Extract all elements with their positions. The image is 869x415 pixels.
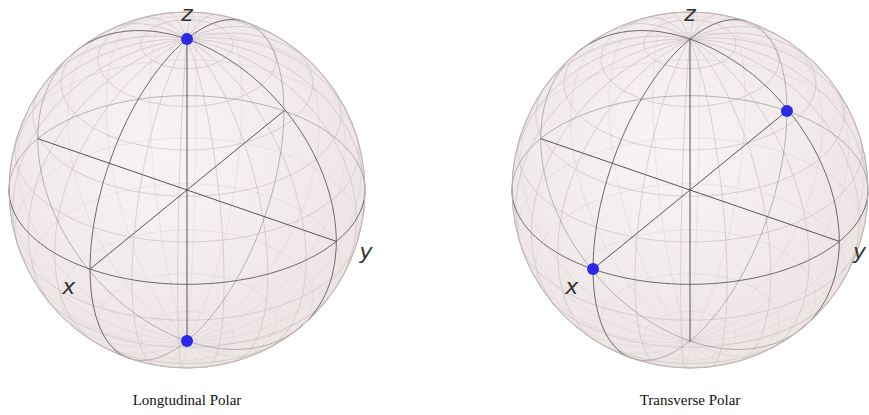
sphere-grid-line [685, 12, 699, 368]
axis-line [690, 39, 691, 341]
sphere-grid-line [646, 17, 771, 274]
axis-label: y [853, 241, 866, 263]
sphere-grid-line [132, 14, 217, 279]
sphere-grid-line [9, 169, 364, 341]
sphere-grid-line [118, 339, 284, 364]
sphere-grid-line [521, 96, 841, 344]
state-point [781, 105, 793, 117]
sphere-grid-line [681, 12, 695, 284]
sphere-grid-line [512, 188, 593, 270]
sphere-grid-line [169, 13, 225, 282]
sphere-grid-line [150, 13, 206, 367]
sphere-grid-line [297, 241, 337, 330]
sphere-grid-line [541, 50, 800, 350]
sphere-grid-line [558, 26, 784, 341]
sphere-grid-line [524, 170, 864, 342]
sphere-grid-line [520, 243, 596, 305]
sphere-grid-line [571, 29, 765, 357]
sphere-grid-line [178, 12, 192, 284]
axis-label: z [181, 3, 193, 25]
axis-label: y [360, 241, 373, 263]
sphere-grid-line [17, 243, 93, 305]
sphere-grid-line [596, 137, 862, 242]
sphere-grid-line [633, 21, 787, 360]
sphere-grid-line [68, 29, 262, 357]
sphere-grid-line [621, 339, 787, 364]
sphere-grid-line [143, 17, 268, 274]
sphere-grid-line [90, 193, 365, 285]
sphere-grid-line [635, 14, 720, 279]
sphere-grid-line [593, 20, 747, 270]
sphere-grid-line [536, 81, 606, 183]
sphere-grid-line [672, 13, 728, 282]
sphere-grid-line [597, 127, 823, 354]
sphere-grid-line [182, 12, 196, 368]
sphere-grid-line [13, 38, 353, 256]
sphere-grid-line [103, 85, 341, 196]
sphere-grid-line [106, 18, 231, 363]
sphere-grid-line [33, 81, 103, 183]
state-point [181, 33, 193, 45]
sphere-grid-line [54, 147, 346, 347]
sphere-grid-line [653, 13, 709, 367]
axis-label: z [684, 3, 696, 25]
sphere-grid-line [9, 188, 90, 270]
caption: Longtudinal Polar [133, 393, 242, 408]
sphere-grid-line [18, 96, 338, 344]
sphere-outline [512, 12, 868, 368]
sphere-grid-line [609, 18, 734, 363]
sphere-outline [9, 12, 365, 368]
sphere-grid-line [130, 21, 284, 360]
sphere-grid-line [593, 269, 633, 359]
bloch-sphere [512, 12, 868, 368]
sphere-grid-line [21, 170, 361, 342]
sphere-grid-line [93, 137, 359, 242]
sphere-body [512, 12, 868, 368]
sphere-grid-line [38, 50, 297, 350]
sphere-grid-line [90, 20, 244, 270]
sphere-body [9, 12, 365, 368]
sphere-grid-line [606, 85, 844, 196]
sphere-grid-line [557, 147, 849, 347]
sphere-grid-line [55, 26, 281, 341]
sphere-grid-line [46, 33, 331, 85]
caption: Transverse Polar [640, 393, 741, 408]
sphere-grid-line [593, 193, 868, 285]
sphere-grid-line [90, 269, 130, 359]
state-point [181, 335, 193, 347]
sphere-grid-line [94, 127, 320, 354]
sphere-grid-line [800, 241, 840, 330]
axis-label: x [565, 276, 578, 298]
sphere-grid-line [580, 31, 839, 242]
axis-line [187, 39, 188, 341]
sphere-grid-line [516, 38, 856, 256]
state-point [587, 263, 599, 275]
sphere-grid-line [77, 31, 336, 242]
axis-label: x [62, 276, 75, 298]
bloch-sphere [9, 12, 365, 368]
